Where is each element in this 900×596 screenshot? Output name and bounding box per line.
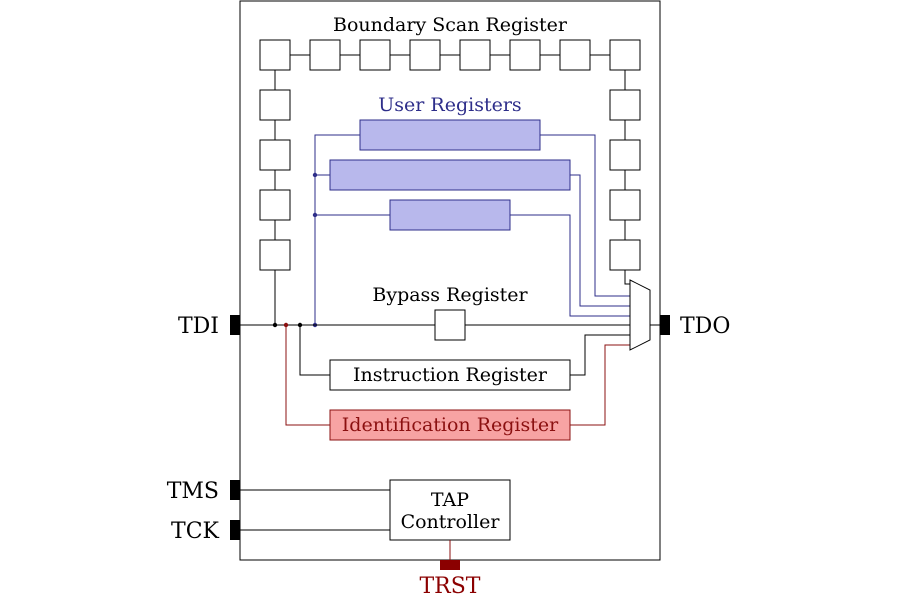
bsr-cell [609, 239, 641, 271]
bsr-cell [309, 39, 341, 71]
bsr-cell [259, 239, 291, 271]
bsr-cell [259, 139, 291, 171]
bsr-cell [509, 39, 541, 71]
bsr-cell [609, 139, 641, 171]
bsr-to-mux-wire [624, 270, 630, 285]
user-registers [329, 119, 571, 231]
instruction-register-label: Instruction Register [353, 364, 548, 386]
bypass-register-label: Bypass Register [372, 284, 528, 306]
tdi-pin-label: TDI [178, 314, 219, 339]
bsr-cell [259, 39, 291, 71]
bsr-cell [259, 189, 291, 221]
tap-input-wires [240, 489, 390, 531]
chip-boundary [239, 0, 661, 561]
identification-register-wires [285, 325, 630, 426]
user-register-2 [329, 159, 571, 191]
bsr-cell [259, 89, 291, 121]
identification-register [329, 409, 571, 441]
trst-pin [440, 560, 460, 570]
tdo-pin [660, 315, 670, 335]
tap-controller-label-line1: TAP [431, 489, 469, 511]
trst-pin-label: TRST [420, 574, 481, 596]
bsr-cell [409, 39, 441, 71]
tdo-pin-label: TDO [680, 314, 730, 339]
bsr-cell [559, 39, 591, 71]
user-register-wires [314, 134, 630, 325]
bsr-cell [359, 39, 391, 71]
boundary-scan-cells [259, 39, 641, 271]
identification-register-label: Identification Register [342, 414, 559, 436]
user-registers-label: User Registers [378, 94, 521, 116]
instruction-register [329, 359, 571, 391]
user-register-3 [389, 199, 511, 231]
instruction-register-wires [299, 325, 630, 376]
boundary-scan-label: Boundary Scan Register [333, 14, 568, 36]
tap-controller-label-line2: Controller [401, 511, 501, 533]
output-multiplexer [629, 279, 651, 351]
bsr-cell [459, 39, 491, 71]
tdi-junctions [272, 322, 303, 328]
tms-pin-label: TMS [167, 479, 219, 504]
bsr-cell [609, 39, 641, 71]
tck-pin [230, 520, 240, 540]
bsr-cell [609, 189, 641, 221]
tck-pin-label: TCK [171, 519, 220, 544]
tdi-pin [230, 315, 240, 335]
bsr-cell [609, 89, 641, 121]
user-register-1 [359, 119, 541, 151]
bypass-register [434, 309, 466, 341]
tms-pin [230, 480, 240, 500]
